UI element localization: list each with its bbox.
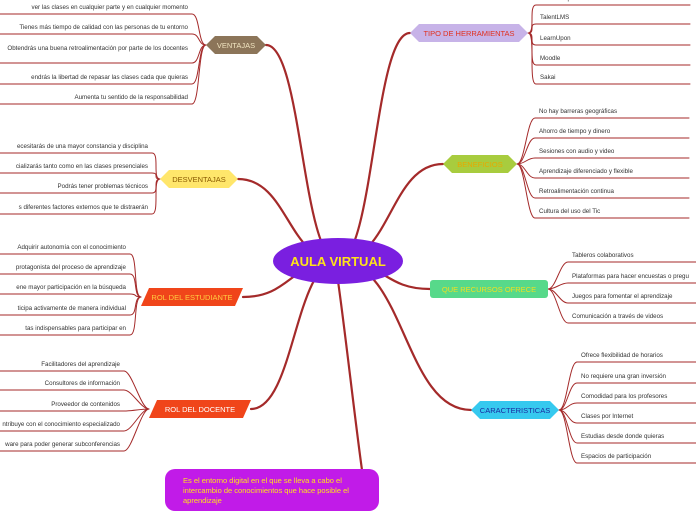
topic-desventajas[interactable]: DESVENTAJAS (160, 170, 238, 188)
subtopic-item[interactable]: Facilitadores del aprendizaje (41, 361, 120, 368)
connector-line (558, 382, 696, 411)
subtopic-item[interactable]: ticipa activamente de manera individual (17, 305, 126, 312)
connector-line (0, 13, 207, 46)
connector-line (0, 273, 142, 298)
subtopic-item[interactable]: Aprendizaje diferenciado y flexible (539, 168, 633, 175)
connector-line (0, 44, 207, 105)
subtopic-item[interactable]: s diferentes factores externos que te di… (18, 204, 148, 211)
subtopic-item[interactable]: Tableros colaborativos (572, 252, 634, 259)
connector-line (264, 43, 340, 263)
connector-line (0, 408, 150, 412)
topic-ventajas[interactable]: VENTAJAS (206, 36, 266, 54)
topic-tipo-herramientas[interactable]: TIPO DE HERRAMIENTAS (410, 24, 528, 42)
subtopic-item[interactable]: TalentLMS (540, 14, 570, 21)
connector-line (516, 157, 690, 165)
connector-line (527, 32, 691, 85)
subtopic-item[interactable]: ware para poder generar subconferencias (5, 441, 120, 448)
connector-line (336, 31, 412, 263)
subtopic-item[interactable]: protagonista del proceso de aprendizaje (15, 264, 126, 271)
connector-line (547, 288, 696, 324)
subtopic-item[interactable]: Sakai (540, 74, 556, 81)
subtopic-item[interactable]: Podrás tener problemas técnicos (57, 183, 148, 190)
connector-line (527, 23, 691, 34)
connector-line (0, 296, 142, 336)
subtopic-item[interactable]: Aumenta tu sentido de la responsabilidad (74, 94, 188, 101)
topic-rol-estudiante[interactable]: ROL DEL ESTUDIANTE (141, 288, 243, 306)
topic-beneficios[interactable]: BENEFICIOS (443, 155, 517, 173)
definition-note[interactable]: Es el entorno digital en el que se lleva… (165, 469, 379, 511)
subtopic-item[interactable]: ntribuye con el conocimiento especializa… (2, 421, 120, 428)
connector-line (336, 279, 364, 472)
subtopic-item[interactable]: LearnUpon (540, 35, 571, 42)
subtopic-item[interactable]: endrás la libertad de repasar las clases… (31, 74, 188, 81)
subtopic-item[interactable]: ene mayor participación en la búsqueda (16, 284, 126, 291)
connector-line (516, 117, 690, 165)
subtopic-item[interactable]: tas indispensables para participar en (25, 325, 126, 332)
connector-line (558, 402, 696, 411)
connector-line (0, 33, 207, 46)
connector-line (0, 293, 142, 298)
connector-line (516, 137, 690, 165)
subtopic-item[interactable]: Plataformas para hacer encuestas o pregu (572, 273, 689, 280)
topic-que-recursos[interactable]: QUE RECURSOS OFRECE (430, 280, 548, 298)
connector-line (0, 408, 150, 452)
subtopic-item[interactable]: No hay barreras geográficas (539, 108, 618, 115)
subtopic-item[interactable]: Estudias desde donde quieras (581, 433, 665, 440)
subtopic-item[interactable]: Tienes más tiempo de calidad con las per… (19, 24, 188, 31)
subtopic-item[interactable]: Juegos para fomentar el aprendizaje (572, 293, 673, 300)
subtopic-item[interactable]: cializarás tanto como en las clases pres… (15, 163, 148, 170)
subtopic-item[interactable]: Retroalimentación continua (539, 188, 614, 195)
subtopic-item[interactable]: Proveedor de contenidos (51, 401, 120, 408)
central-topic[interactable]: AULA VIRTUAL (273, 238, 403, 284)
subtopic-item[interactable]: Moodle (540, 55, 561, 62)
subtopic-item[interactable]: No requiere una gran inversión (581, 373, 666, 380)
subtopic-item[interactable]: Ofrece flexibilidad de horarios (581, 352, 663, 359)
connector-line (0, 370, 150, 410)
connector-line (527, 4, 691, 34)
subtopic-item[interactable]: Espacios de participación (581, 453, 652, 460)
connector-line (0, 172, 161, 180)
topic-caracteristicas[interactable]: CARACTERISTICAS (471, 401, 559, 419)
subtopic-item[interactable]: ecesitarás de una mayor constancia y dis… (16, 143, 148, 150)
topic-rol-docente[interactable]: ROL DEL DOCENTE (149, 400, 251, 418)
connector-line (0, 253, 142, 298)
connector-line (558, 409, 696, 464)
connector-line (0, 152, 161, 180)
subtopic-item[interactable]: Consultores de información (44, 380, 120, 387)
connector-line (547, 282, 696, 290)
subtopic-item[interactable]: Cultura del uso del Tic (539, 208, 601, 215)
subtopic-item[interactable]: Comunicación a través de videos (572, 313, 664, 320)
subtopic-item[interactable]: Clases por Internet (581, 413, 634, 420)
subtopic-item[interactable]: Obtendrás una buena retroalimentación po… (7, 45, 188, 52)
connector-line (0, 389, 150, 410)
connector-line (516, 163, 690, 219)
connector-line (0, 178, 161, 215)
subtopic-item[interactable]: Adobe Captivate Prime (540, 0, 604, 3)
subtopic-item[interactable]: Ahorro de tiempo y dinero (539, 128, 611, 135)
subtopic-item[interactable]: Sesiones con audio y video (539, 148, 615, 155)
subtopic-item[interactable]: ver las clases en cualquier parte y en c… (31, 4, 189, 11)
subtopic-item[interactable]: Adquirir autonomía con el conocimiento (17, 244, 126, 251)
connector-line (547, 261, 696, 290)
subtopic-item[interactable]: Comodidad para los profesores (581, 393, 668, 400)
